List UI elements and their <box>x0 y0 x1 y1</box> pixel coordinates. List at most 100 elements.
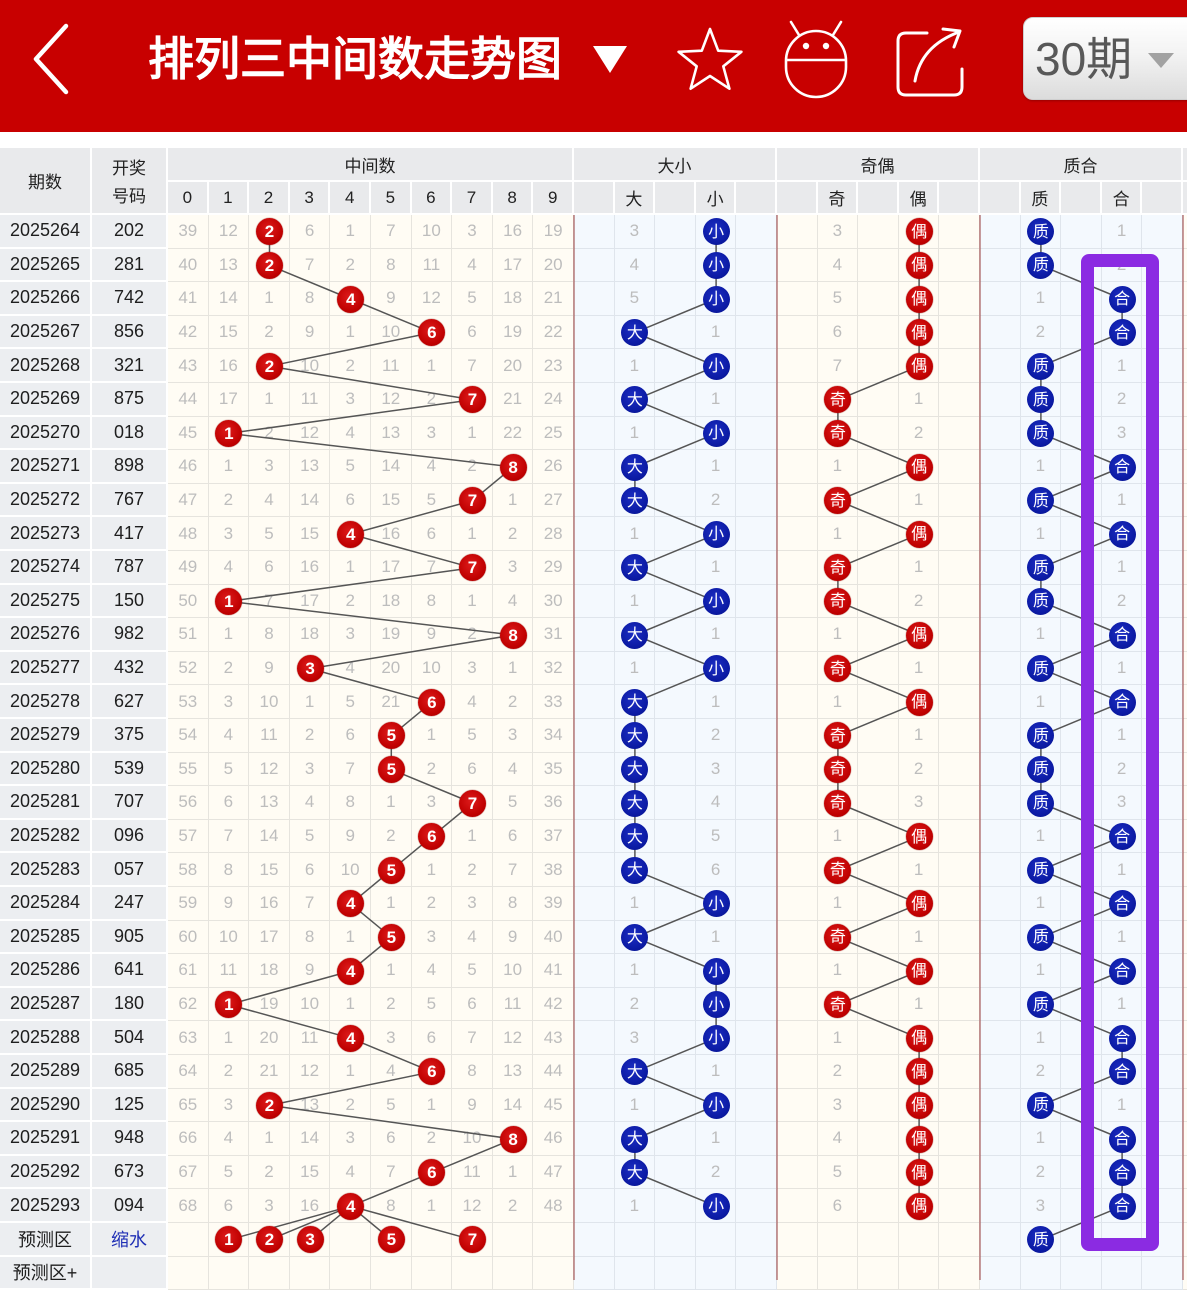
parity-cell[interactable] <box>898 1256 940 1290</box>
middle-digit-cell[interactable] <box>208 1256 250 1290</box>
miss-count: 53 <box>178 691 198 711</box>
middle-digit-cell: 3 <box>330 1122 371 1156</box>
header-group-parity: 奇偶 <box>777 148 980 182</box>
prime-composite-cell <box>1142 1122 1183 1156</box>
miss-count: 39 <box>543 893 563 913</box>
parity-cell <box>777 819 818 854</box>
prime-composite-cell[interactable] <box>1020 1256 1062 1290</box>
prediction-ball[interactable]: 5 <box>377 1226 405 1254</box>
size-cell <box>655 618 696 652</box>
middle-digit-cell: 65 <box>168 1088 209 1123</box>
draw-number-cell: 375 <box>92 719 168 753</box>
prediction-ball[interactable]: 3 <box>296 1226 324 1254</box>
parity-cell[interactable] <box>777 1223 818 1257</box>
prime-composite-cell[interactable] <box>980 1256 1021 1290</box>
middle-digit-cell[interactable] <box>330 1256 371 1290</box>
middle-digit-cell[interactable] <box>533 1223 574 1257</box>
size-cell[interactable] <box>614 1256 656 1290</box>
period-count-select[interactable]: 30期 <box>1023 17 1187 100</box>
miss-count: 12 <box>421 288 441 308</box>
size-cell[interactable] <box>655 1256 696 1290</box>
middle-digit-cell: 22 <box>533 315 574 350</box>
middle-digit-cell[interactable] <box>492 1256 534 1290</box>
miss-count: 2 <box>223 1061 234 1081</box>
middle-digit-cell[interactable] <box>289 1256 331 1290</box>
size-cell[interactable] <box>574 1223 615 1257</box>
period-cell: 2025268 <box>0 349 92 383</box>
middle-digit-cell: 7 <box>492 853 534 887</box>
size-cell[interactable] <box>574 1256 615 1290</box>
middle-digit-cell: 4 <box>371 1055 412 1089</box>
parity-cell[interactable] <box>858 1256 899 1290</box>
middle-digit-cell[interactable] <box>411 1256 453 1290</box>
title-dropdown[interactable]: 排列三中间数走势图 <box>148 28 628 90</box>
size-cell <box>655 987 696 1022</box>
middle-digit-ball: 2 <box>256 1091 283 1119</box>
header-digit-9: 9 <box>533 182 574 215</box>
middle-digit-cell[interactable] <box>371 1256 412 1290</box>
parity-cell[interactable] <box>777 1256 818 1290</box>
middle-digit-cell: 43 <box>533 1021 574 1055</box>
size-cell <box>736 954 777 988</box>
middle-digit-cell[interactable] <box>452 1256 493 1290</box>
middle-digit-cell[interactable] <box>249 1256 290 1290</box>
size-cell[interactable] <box>695 1223 737 1257</box>
prime-composite-cell[interactable] <box>1101 1256 1143 1290</box>
small-ball: 小 <box>702 587 730 615</box>
parity-cell[interactable] <box>939 1223 980 1257</box>
middle-digit-cell[interactable] <box>168 1223 209 1257</box>
parity-cell[interactable] <box>817 1256 859 1290</box>
middle-digit-cell: 38 <box>533 853 574 887</box>
prime-composite-cell: 1 <box>1101 349 1143 383</box>
miss-count: 2 <box>386 994 396 1014</box>
prime-composite-cell[interactable] <box>1101 1223 1143 1257</box>
parity-cell: 5 <box>817 1155 859 1190</box>
miss-count: 1 <box>345 994 355 1014</box>
prime-composite-cell[interactable] <box>980 1223 1021 1257</box>
middle-digit-cell: 7 <box>371 1155 412 1190</box>
middle-digit-cell: 1 <box>330 315 371 350</box>
draw-number-cell: 742 <box>92 282 168 316</box>
favorite-button[interactable] <box>676 26 744 92</box>
prime-composite-cell[interactable] <box>1142 1256 1183 1290</box>
parity-cell[interactable] <box>898 1223 940 1257</box>
miss-count: 4 <box>345 658 355 678</box>
middle-digit-cell: 13 <box>208 248 250 283</box>
size-cell[interactable] <box>695 1256 737 1290</box>
middle-digit-cell[interactable] <box>492 1223 534 1257</box>
prime-composite-cell[interactable] <box>1142 1223 1183 1257</box>
caret-down-icon <box>593 46 627 73</box>
prime-composite-cell[interactable] <box>1061 1256 1102 1290</box>
size-cell[interactable] <box>736 1223 777 1257</box>
robot-button[interactable] <box>781 18 851 100</box>
miss-count: 1 <box>832 624 843 644</box>
back-button[interactable] <box>28 22 74 96</box>
small-ball: 小 <box>702 1192 730 1220</box>
miss-count: 7 <box>345 758 355 778</box>
size-cell <box>655 248 696 283</box>
prime-composite-cell <box>1061 887 1102 921</box>
middle-digit-cell: 8 <box>371 1189 412 1223</box>
size-cell[interactable] <box>655 1223 696 1257</box>
parity-cell[interactable] <box>939 1256 980 1290</box>
size-cell[interactable] <box>614 1223 656 1257</box>
share-button[interactable] <box>893 24 971 98</box>
parity-cell[interactable] <box>817 1223 859 1257</box>
parity-cell[interactable] <box>858 1223 899 1257</box>
prediction-row: 预测区缩水 <box>0 1223 1187 1257</box>
next-section-cell <box>1183 819 1187 854</box>
parity-cell <box>939 752 980 787</box>
shrink-link[interactable]: 缩水 <box>111 1229 147 1250</box>
middle-digit-cell[interactable] <box>533 1256 574 1290</box>
size-cell: 1 <box>695 618 737 652</box>
size-cell[interactable] <box>736 1256 777 1290</box>
middle-digit-cell[interactable] <box>330 1223 371 1257</box>
middle-digit-cell[interactable] <box>411 1223 453 1257</box>
parity-cell <box>858 315 899 350</box>
even-ball: 偶 <box>905 621 933 649</box>
middle-digit-cell[interactable] <box>168 1256 209 1290</box>
miss-count: 11 <box>422 254 441 274</box>
prime-composite-cell[interactable] <box>1061 1223 1102 1257</box>
